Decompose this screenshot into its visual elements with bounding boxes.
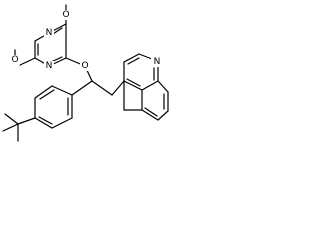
atom-pyrimidine-n-top: N — [44, 28, 54, 38]
bond-layer — [2, 4, 169, 142]
bond — [39, 89, 55, 100]
atom-label: O — [11, 55, 18, 65]
bond — [141, 80, 159, 91]
atom-label: O — [81, 61, 88, 71]
bond — [123, 80, 143, 91]
bond — [19, 57, 36, 66]
bond — [51, 85, 73, 96]
bond — [157, 80, 169, 93]
bond — [34, 85, 53, 99]
atom-label: N — [46, 61, 53, 71]
atom-label: N — [46, 28, 53, 38]
atom-methoxy-top-o: O — [61, 10, 71, 20]
bond — [111, 80, 125, 96]
molecule-structure: O O N N O N — [2, 4, 169, 142]
bond — [38, 116, 53, 125]
bond — [71, 80, 93, 96]
bond — [144, 107, 158, 117]
bond — [34, 117, 53, 129]
bond — [123, 53, 140, 63]
bond — [138, 53, 153, 60]
atom-pyrimidine-n-bottom: N — [44, 61, 54, 71]
bond — [91, 80, 113, 96]
bond — [2, 123, 19, 132]
atom-methoxy-left-o: O — [10, 55, 20, 65]
atom-quinoline-n: N — [151, 57, 163, 67]
bond — [141, 109, 159, 121]
bond — [157, 110, 169, 121]
bond — [51, 117, 73, 129]
bond — [126, 78, 141, 87]
atom-label: N — [154, 57, 161, 67]
bond — [127, 57, 140, 65]
bond — [17, 117, 36, 125]
bond — [4, 113, 19, 125]
atom-ether-o: O — [80, 61, 90, 71]
atom-label: O — [62, 10, 69, 20]
